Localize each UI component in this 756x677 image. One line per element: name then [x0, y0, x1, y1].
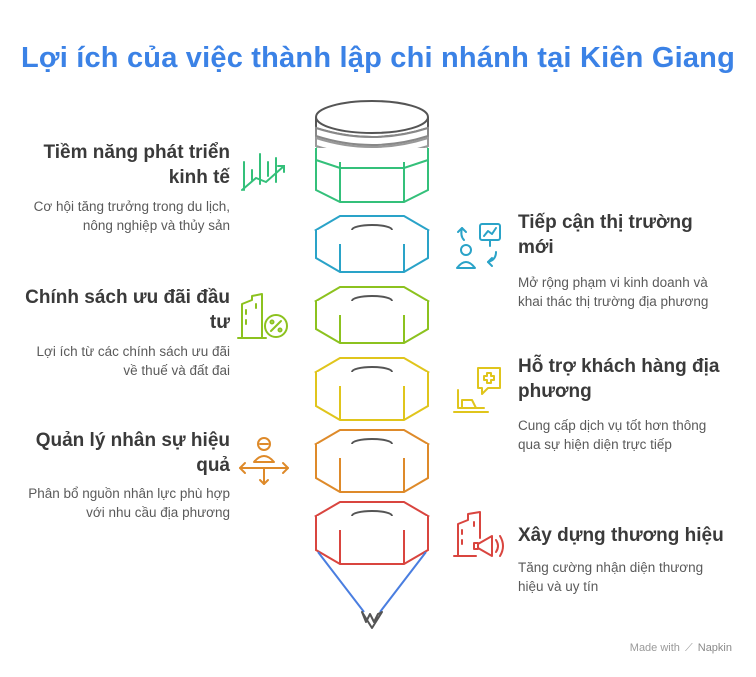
- tax-building-icon: [237, 293, 288, 339]
- item-title-investment-policy: Chính sách ưu đãi đầu tư: [25, 287, 230, 333]
- item-title-new-market: Tiếp cận thị trường mới: [518, 212, 693, 258]
- item-desc-economic-growth: Cơ hội tăng trưởng trong du lịch, nông n…: [33, 199, 230, 233]
- item-title-branding: Xây dựng thương hiệu: [518, 525, 724, 546]
- item-desc-local-support: Cung cấp dịch vụ tốt hơn thông qua sự hi…: [518, 418, 707, 452]
- item-title-hr-management: Quản lý nhân sự hiệu quả: [35, 430, 230, 476]
- item-title-local-support: Hỗ trợ khách hàng địa phương: [518, 356, 720, 402]
- page-title: Lợi ích của việc thành lập chi nhánh tại…: [20, 42, 736, 74]
- cone-tip: [317, 551, 427, 629]
- presentation-person-icon: [456, 223, 501, 269]
- nut-yellow: [314, 357, 430, 421]
- item-desc-new-market: Mở rộng phạm vi kinh doanh và khai thác …: [518, 275, 709, 309]
- growth-chart-icon: [241, 153, 285, 191]
- item-desc-investment-policy: Lợi ích từ các chính sách ưu đãi về thuế…: [36, 344, 230, 378]
- megaphone-building-icon: [453, 511, 504, 557]
- item-title-economic-growth: Tiềm năng phát triển kinh tế: [43, 142, 230, 188]
- top-cylinder: [315, 100, 429, 203]
- person-arrows-icon: [239, 437, 289, 485]
- napkin-brand: Napkin: [697, 642, 732, 654]
- footer-made-with-napkin[interactable]: Made with ⟋ Napkin: [630, 642, 732, 655]
- nut-red: [314, 501, 430, 565]
- item-desc-branding: Tăng cường nhận diện thương hiệu và uy t…: [518, 560, 704, 594]
- made-with-label: Made with: [629, 642, 680, 654]
- item-desc-hr-management: Phân bổ nguồn nhân lực phù hợp với nhu c…: [28, 486, 230, 520]
- support-chat-icon: [453, 367, 501, 413]
- nut-orange: [314, 429, 430, 493]
- nut-lime: [314, 286, 430, 344]
- hex-nut-stack: [314, 100, 430, 629]
- napkin-logo-icon: ⟋: [684, 642, 693, 654]
- nut-teal: [314, 215, 430, 273]
